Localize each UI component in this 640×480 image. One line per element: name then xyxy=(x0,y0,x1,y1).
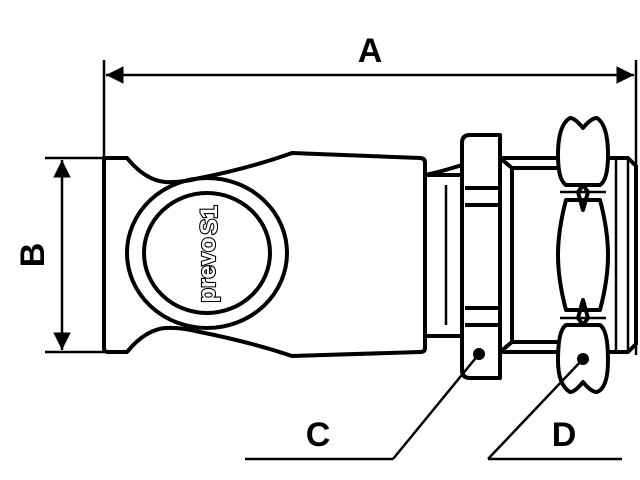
svg-text:prevo: prevo xyxy=(194,237,221,302)
svg-text:S1: S1 xyxy=(196,205,223,234)
dimension-b: B xyxy=(14,156,104,354)
leader-d: D xyxy=(487,353,622,461)
thread-end xyxy=(608,156,638,354)
brand-logo: prevo S1 xyxy=(193,204,224,304)
label-d: D xyxy=(552,416,577,454)
dimension-a: A xyxy=(102,32,638,355)
nut-d xyxy=(556,116,610,394)
dimension-a-label: A xyxy=(358,32,383,70)
dimension-b-label: B xyxy=(14,243,52,268)
neck xyxy=(424,163,463,338)
label-c: C xyxy=(306,416,331,454)
sleeve xyxy=(498,156,560,354)
coupling-body: prevo S1 xyxy=(102,151,427,358)
leader-c: C xyxy=(245,348,485,461)
hex-nut-c xyxy=(460,133,502,380)
